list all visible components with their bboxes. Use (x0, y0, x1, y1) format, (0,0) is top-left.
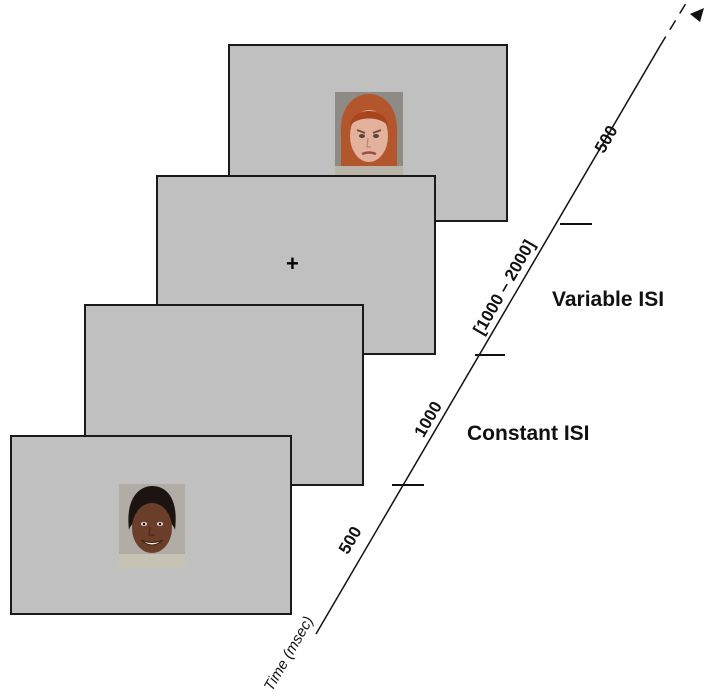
timeline-arrowhead-icon (690, 8, 704, 22)
time-axis-label: Time (msec) (261, 613, 317, 694)
variable-isi-label: Variable ISI (552, 288, 665, 311)
segment-target-duration: 500 (591, 122, 622, 156)
cue-face-screen (10, 435, 292, 615)
timeline-dashed-extension (659, 0, 689, 47)
segment-constant-isi-duration: 1000 (411, 398, 446, 440)
segment-cue-duration: 500 (335, 523, 366, 557)
smiling-face-photo (119, 484, 185, 568)
fixation-cross: + (286, 251, 299, 276)
timeline-line (315, 45, 661, 635)
constant-isi-label: Constant ISI (467, 422, 590, 445)
segment-variable-isi-duration: [1000 – 2000] (470, 237, 539, 338)
